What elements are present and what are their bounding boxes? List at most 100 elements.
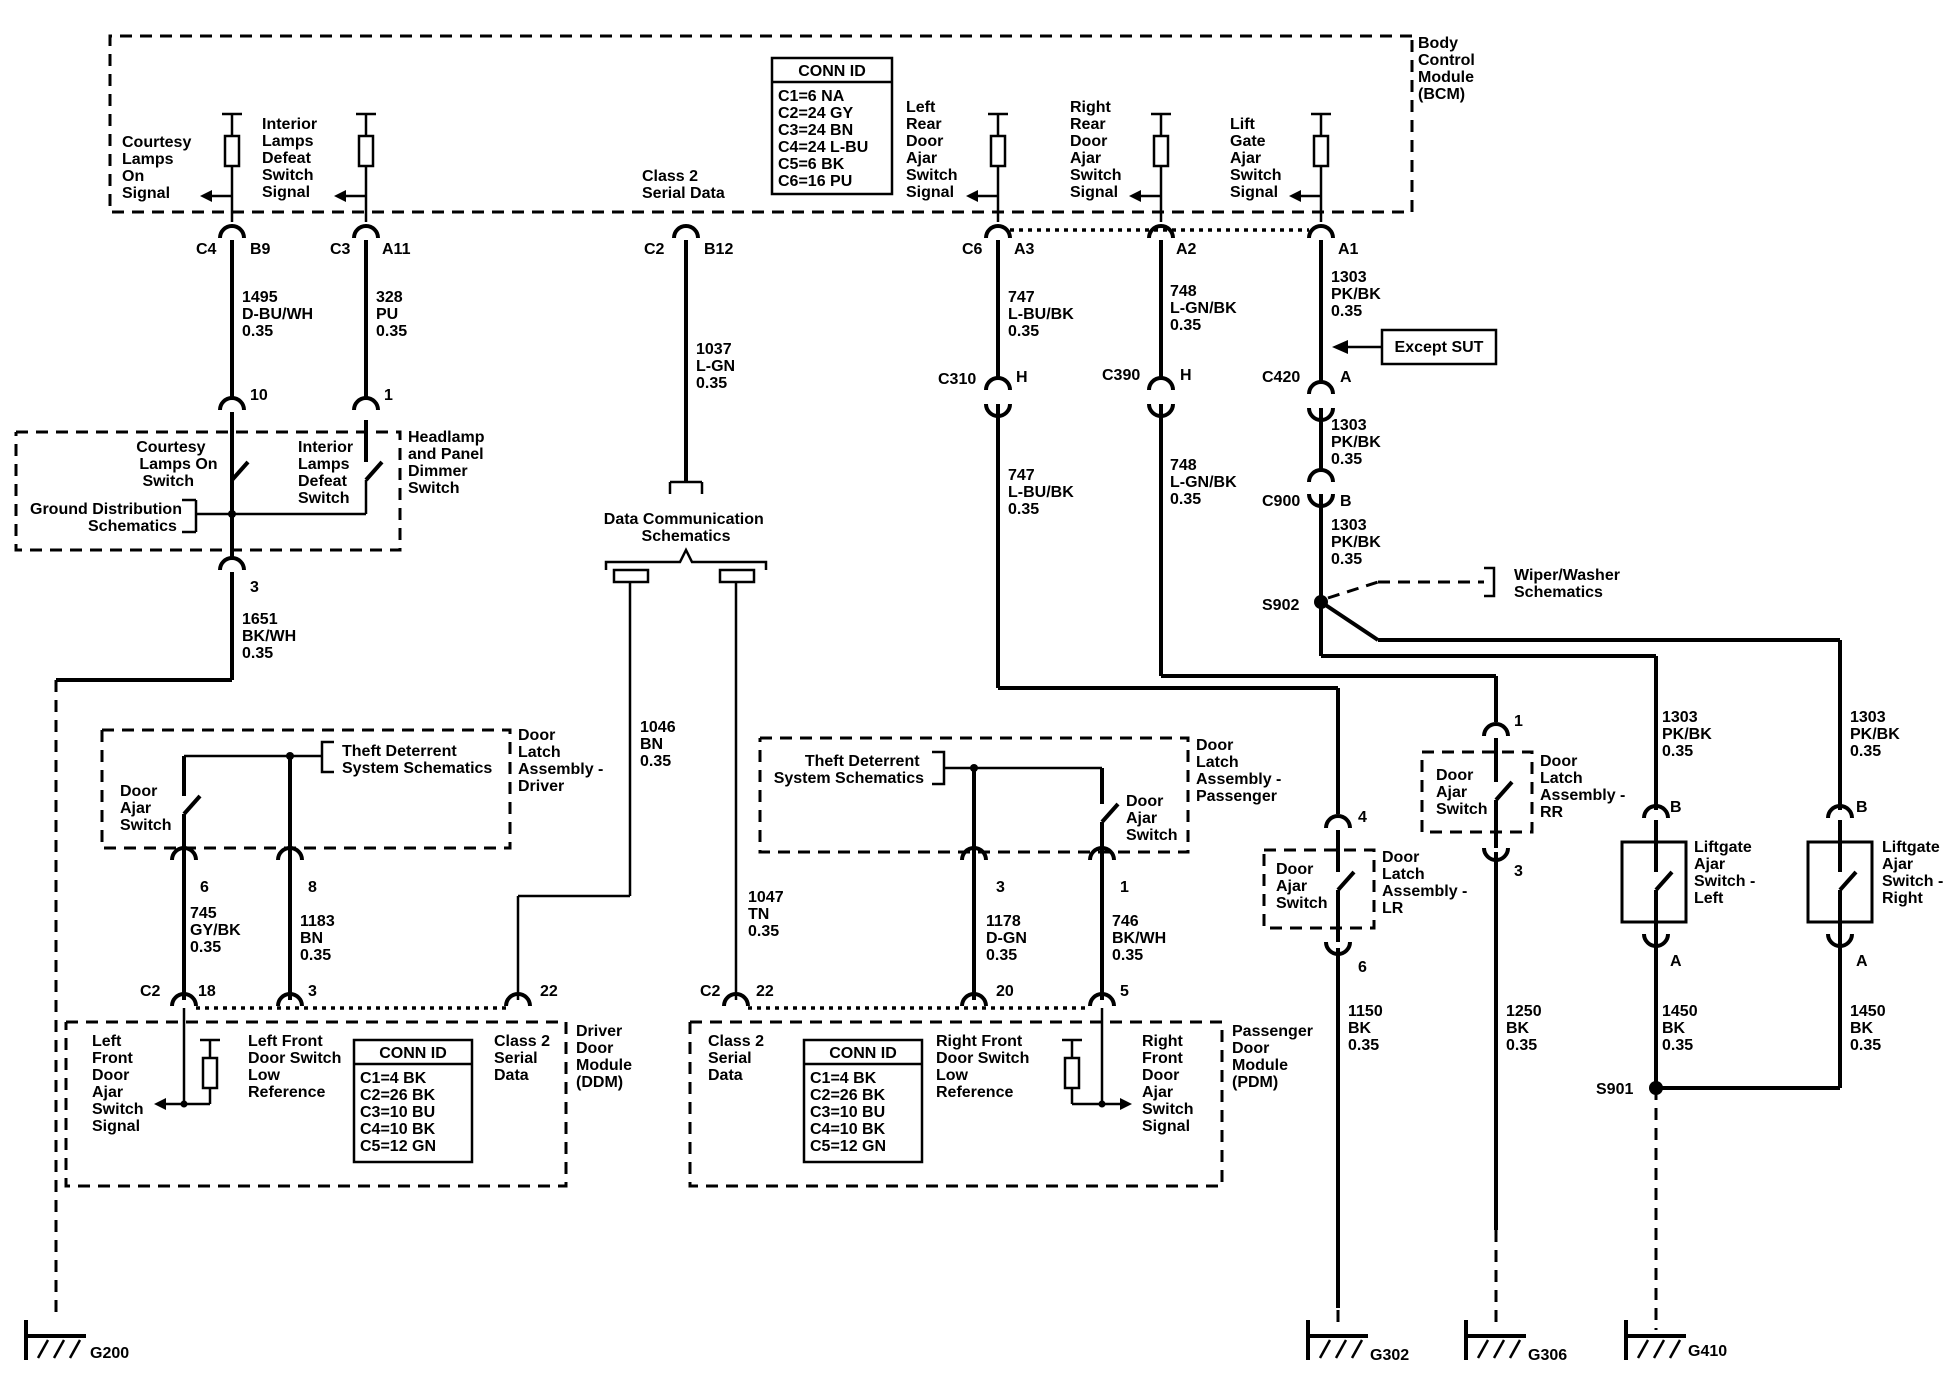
interior-switch-label: Interior Lamps Defeat Switch <box>298 439 358 507</box>
courtesy-switch-label: Courtesy Lamps On Switch <box>136 439 222 490</box>
svg-text:3: 3 <box>1514 863 1523 880</box>
data-communication-ref: Data Communication Schematics <box>604 480 768 584</box>
headlamp-module-label: Headlamp and Panel Dimmer Switch <box>408 429 489 497</box>
pdm-class2-label: Class 2 Serial Data <box>708 1033 769 1084</box>
ground-g306-icon: G306 <box>1464 1320 1567 1364</box>
rr-ajar-switch-label: Door Ajar Switch <box>1436 767 1488 818</box>
svg-text:C4=24 L-BU: C4=24 L-BU <box>778 139 868 156</box>
svg-text:C6: C6 <box>962 241 983 258</box>
svg-text:C1=6 NA: C1=6 NA <box>778 88 845 105</box>
svg-text:A: A <box>1340 369 1352 386</box>
pdm-module-label: Passenger Door Module (PDM) <box>1232 1023 1317 1091</box>
interior-signal-label: Interior Lamps Defeat Switch Signal <box>262 116 322 201</box>
svg-text:C2=26 BK: C2=26 BK <box>360 1087 436 1104</box>
bcm-circuit-lr <box>966 112 1008 222</box>
lr-latch-label: Door Latch Assembly - LR <box>1382 849 1472 917</box>
svg-text:C4: C4 <box>196 241 217 258</box>
wiper-washer-ref: Wiper/Washer Schematics <box>1327 566 1620 601</box>
connector-labels: 10 1 3 C310 H C390 H C420 A C900 B S902 … <box>250 367 1633 1098</box>
ddm-module-label: Driver Door Module (DDM) <box>576 1023 636 1091</box>
rr-signal-label: Right Rear Door Ajar Switch Signal <box>1070 99 1126 201</box>
svg-text:8: 8 <box>308 879 317 896</box>
svg-text:A2: A2 <box>1176 241 1197 258</box>
liftgate-switch-right: Liftgate Ajar Switch - Right B A <box>1806 799 1948 970</box>
ddm-class2-label: Class 2 Serial Data <box>494 1033 555 1084</box>
lr-signal-label: Left Rear Door Ajar Switch Signal <box>906 99 962 201</box>
svg-text:C5=12 GN: C5=12 GN <box>810 1138 886 1155</box>
svg-text:Liftgate Ajar Swit: Liftgate Ajar Switch - Left <box>1694 839 1760 907</box>
svg-text:G200: G200 <box>90 1345 129 1362</box>
svg-text:Data Communication Schem: Data Communication Schematics <box>604 511 768 545</box>
svg-text:C2=24 GY: C2=24 GY <box>778 105 853 122</box>
svg-text:C4=10 BK: C4=10 BK <box>810 1121 886 1138</box>
ddm-lf-ref-label: Left Front Door Switch Low Reference <box>248 1033 346 1101</box>
ddm-conn-id-table: CONN ID C1=4 BK C2=26 BK C3=10 BU C4=10 … <box>352 1038 474 1164</box>
svg-text:B: B <box>1340 493 1352 510</box>
svg-text:22: 22 <box>540 983 558 1000</box>
svg-text:B9: B9 <box>250 241 271 258</box>
passenger-door-latch: Door Latch Assembly - Passenger Theft De… <box>758 736 1286 896</box>
bcm-conn-id-table: CONN ID C1=6 NA C2=24 GY C3=24 BN C4=24 … <box>770 56 894 196</box>
passenger-theft-ref: Theft Deterrent System Schematics <box>774 753 924 787</box>
rr-door-latch: Door Ajar Switch Door Latch Assembly - R… <box>1420 713 1625 880</box>
bcm-internal-circuits <box>200 112 1331 222</box>
svg-text:20: 20 <box>996 983 1014 1000</box>
ground-distribution-ref: Ground Distribution Schematics <box>30 501 186 535</box>
svg-text:G302: G302 <box>1370 1347 1409 1364</box>
svg-text:A1: A1 <box>1338 241 1359 258</box>
svg-text:1: 1 <box>384 387 393 404</box>
svg-text:A: A <box>1856 953 1868 970</box>
passenger-latch-label: Door Latch Assembly - Passenger <box>1196 737 1286 805</box>
svg-text:1: 1 <box>1514 713 1523 730</box>
pdm-rf-ref-label: Right Front Door Switch Low Reference <box>936 1033 1034 1101</box>
svg-text:C420: C420 <box>1262 369 1300 386</box>
driver-theft-ref: Theft Deterrent System Schematics <box>342 743 492 777</box>
svg-text:C2: C2 <box>644 241 665 258</box>
svg-text:10: 10 <box>250 387 268 404</box>
svg-text:G306: G306 <box>1528 1347 1567 1364</box>
svg-text:3: 3 <box>996 879 1005 896</box>
svg-text:Except SUT: Except SUT <box>1395 339 1484 356</box>
driver-door-latch: Door Latch Assembly - Driver Theft Deter… <box>100 727 603 896</box>
svg-text:A11: A11 <box>382 241 411 258</box>
bcm-signal-labels: Courtesy Lamps On Signal Interior Lamps … <box>122 99 1282 202</box>
svg-text:1: 1 <box>1120 879 1129 896</box>
svg-text:C2: C2 <box>700 983 721 1000</box>
svg-text:C1=4 BK: C1=4 BK <box>810 1070 877 1087</box>
svg-text:3: 3 <box>250 579 259 596</box>
lr-door-latch: Door Ajar Switch Door Latch Assembly - L… <box>1262 809 1472 976</box>
svg-text:C1=4 BK: C1=4 BK <box>360 1070 427 1087</box>
bcm-label: Body Control Module (BCM) <box>1418 35 1479 103</box>
svg-text:Liftgate Ajar Swit: Liftgate Ajar Switch - Right <box>1882 839 1948 907</box>
courtesy-signal-label: Courtesy Lamps On Signal <box>122 134 196 202</box>
svg-text:S901: S901 <box>1596 1081 1633 1098</box>
passenger-ajar-switch-label: Door Ajar Switch <box>1126 793 1178 844</box>
svg-text:B12: B12 <box>704 241 733 258</box>
driver-door-module: C2 18 3 22 Driver Door Module (DDM) Left… <box>64 983 636 1188</box>
svg-text:C2: C2 <box>140 983 161 1000</box>
svg-text:C3: C3 <box>330 241 351 258</box>
liftgate-switch-left: Liftgate Ajar Switch - Left B A <box>1620 799 1760 970</box>
svg-text:4: 4 <box>1358 809 1367 826</box>
pdm-rf-signal-label: Right Front Door Ajar Switch Signal <box>1142 1033 1198 1135</box>
svg-text:3: 3 <box>308 983 317 1000</box>
svg-text:CONN ID: CONN ID <box>379 1045 447 1062</box>
